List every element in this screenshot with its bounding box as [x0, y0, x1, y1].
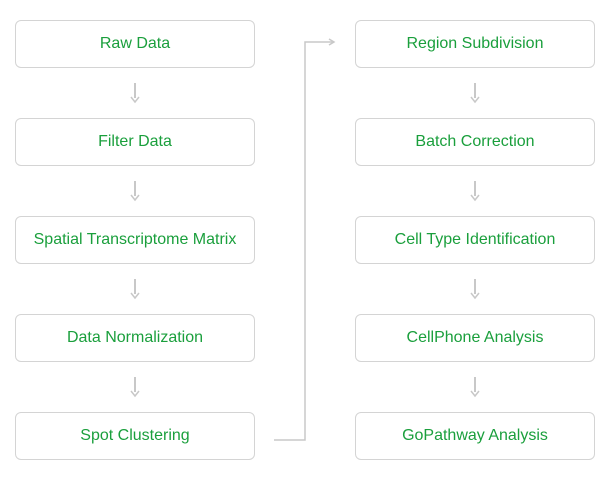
step-filter-data: Filter Data	[15, 118, 255, 166]
down-arrow-head	[470, 292, 480, 300]
step-gopathway-analysis: GoPathway Analysis	[355, 412, 595, 460]
step-label: Batch Correction	[415, 133, 535, 150]
column-link-arrow-head	[328, 38, 336, 46]
step-batch-correction: Batch Correction	[355, 118, 595, 166]
step-label: Spatial Transcriptome Matrix	[33, 231, 237, 248]
down-arrow-head	[470, 390, 480, 398]
step-raw-data: Raw Data	[15, 20, 255, 68]
step-data-normalization: Data Normalization	[15, 314, 255, 362]
down-arrow-head	[130, 96, 140, 104]
step-label: Filter Data	[98, 133, 172, 150]
down-arrow-head	[470, 194, 480, 202]
step-cellphone-analysis: CellPhone Analysis	[355, 314, 595, 362]
step-label: GoPathway Analysis	[402, 427, 548, 444]
step-region-subdivision: Region Subdivision	[355, 20, 595, 68]
step-label: Cell Type Identification	[394, 231, 556, 248]
step-cell-type-identification: Cell Type Identification	[355, 216, 595, 264]
down-arrow-head	[470, 96, 480, 104]
down-arrow-head	[130, 292, 140, 300]
step-spot-clustering: Spot Clustering	[15, 412, 255, 460]
down-arrow-head	[130, 390, 140, 398]
down-arrow-head	[130, 194, 140, 202]
step-spatial-transcriptome-matrix: Spatial Transcriptome Matrix	[15, 216, 255, 264]
step-label: Region Subdivision	[406, 35, 544, 52]
step-label: Data Normalization	[66, 329, 204, 346]
step-label: Spot Clustering	[80, 427, 190, 444]
step-label: CellPhone Analysis	[406, 329, 544, 346]
step-label: Raw Data	[99, 35, 171, 52]
column-link-line	[274, 41, 333, 441]
